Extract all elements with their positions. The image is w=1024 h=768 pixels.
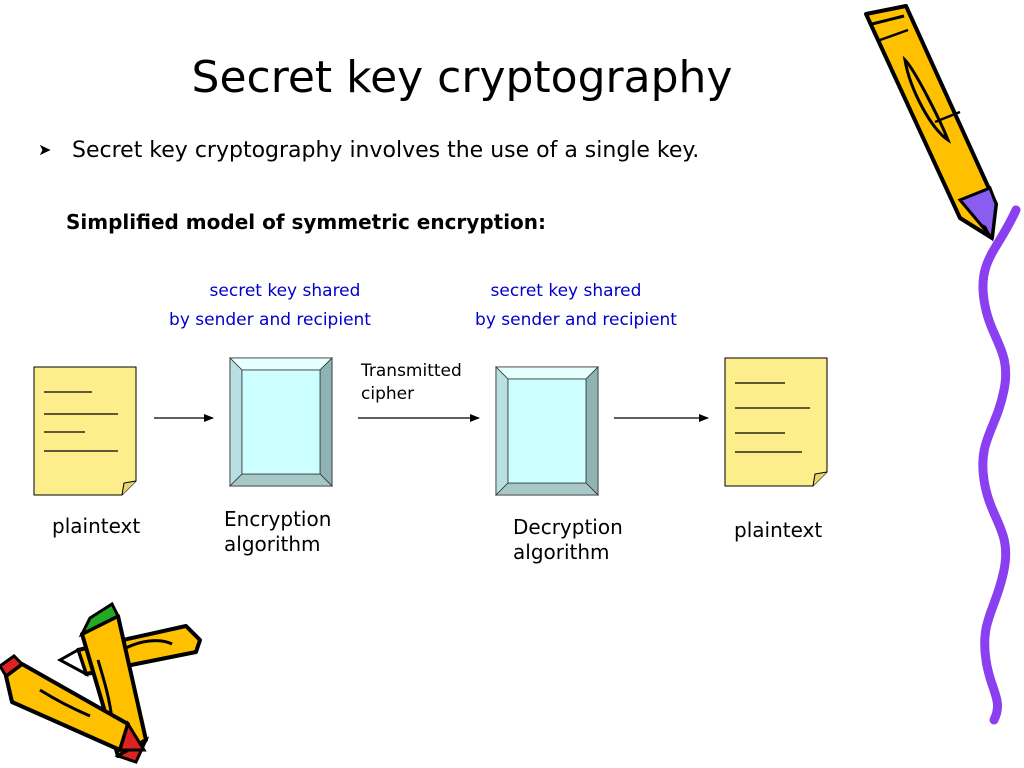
encryption-algorithm-box <box>229 357 333 487</box>
key-note-right-line2: by sender and recipient <box>475 310 677 330</box>
arrow-bullet-icon: ➤ <box>38 140 52 159</box>
decryption-line1: Decryption <box>513 515 623 539</box>
key-note-right-line1: secret key shared <box>490 281 642 301</box>
decryption-algorithm-box <box>495 366 599 496</box>
diagram-subtitle: Simplified model of symmetric encryption… <box>66 210 547 234</box>
bullet-text: Secret key cryptography involves the use… <box>72 138 700 163</box>
transmitted-label: Transmitted cipher <box>361 360 462 406</box>
plaintext-document-left-icon <box>33 366 137 496</box>
encryption-line2: algorithm <box>224 532 321 556</box>
plaintext-right-label: plaintext <box>734 518 823 542</box>
wavy-border <box>978 205 1021 725</box>
key-note-left-line2: by sender and recipient <box>169 310 371 330</box>
page-title: Secret key cryptography <box>191 52 733 103</box>
decryption-line2: algorithm <box>513 540 610 564</box>
key-note-right: secret key shared by sender and recipien… <box>456 277 696 335</box>
key-note-left-line1: secret key shared <box>209 281 361 301</box>
encryption-label: Encryption algorithm <box>224 507 331 557</box>
transmitted-line1: Transmitted <box>361 361 462 381</box>
decryption-label: Decryption algorithm <box>513 515 623 565</box>
key-note-left: secret key shared by sender and recipien… <box>150 277 390 335</box>
crossed-pencils-icon <box>0 601 202 764</box>
encryption-line1: Encryption <box>224 507 332 531</box>
transmitted-line2: cipher <box>361 384 415 404</box>
bullet-item: ➤ Secret key cryptography involves the us… <box>38 136 699 165</box>
plaintext-document-right-icon <box>724 357 828 487</box>
plaintext-left-label: plaintext <box>52 514 141 538</box>
pencil-icon <box>864 4 998 242</box>
